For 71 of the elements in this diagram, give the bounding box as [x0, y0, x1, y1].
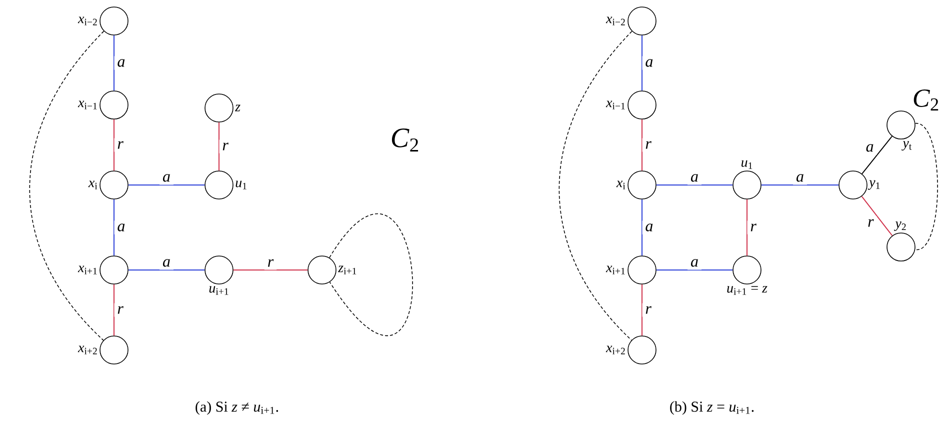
edge-label: r: [114, 303, 126, 317]
vertex-circle: [838, 170, 868, 200]
vertex-label: z: [234, 104, 240, 112]
vertex-circle: [628, 336, 656, 364]
vertex-circle: [732, 256, 762, 284]
vertex-label: y$_{1}$: [868, 180, 880, 190]
vertex-label: x$_{i}$: [616, 180, 626, 190]
edge-line: [656, 184, 734, 186]
vertex-label: x$_{i−2}$: [78, 16, 97, 26]
vertex-circle: [100, 256, 128, 284]
edge-label: a: [688, 171, 702, 185]
edge-line: [760, 184, 840, 186]
vertex-label: u$_{1}$: [742, 160, 752, 169]
edge-label: a: [793, 171, 807, 185]
edge-label: a: [642, 220, 656, 234]
dashed-curve: [558, 30, 632, 341]
vertex-circle: [100, 90, 128, 120]
edge-label: r: [864, 216, 877, 230]
vertex-circle: [628, 256, 656, 284]
edge-label: r: [114, 138, 126, 152]
vertex-label: x$_{i−1}$: [606, 100, 625, 110]
vertex-circle: [204, 170, 234, 200]
edge-label: r: [264, 256, 277, 270]
dashed-curve: [29, 30, 104, 341]
edge-label: a: [114, 220, 128, 234]
vertex-circle: [732, 170, 762, 200]
edge-label: r: [642, 303, 654, 317]
vertex-circle: [886, 110, 916, 140]
vertex-circle: [204, 94, 234, 122]
vertex-label: x$_{i+2}$: [78, 346, 97, 354]
vertex-label: x$_{i+2}$: [606, 346, 625, 354]
vertex-circle: [204, 256, 234, 284]
vertex-circle: [100, 6, 128, 36]
edge-label: r: [747, 220, 760, 234]
vertex-label: y$_{2}$: [894, 221, 906, 231]
edge-line: [862, 136, 893, 174]
vertex-circle: [100, 336, 128, 364]
vertex-circle: [628, 170, 656, 200]
vertex-label: x$_{i−2}$: [606, 16, 625, 26]
edge-label: r: [219, 140, 232, 154]
vertex-label: x$_{i}$: [88, 180, 98, 190]
vertex-circle: [628, 6, 656, 36]
vertex-label: x$_{i−1}$: [78, 100, 97, 110]
vertex-label: u$_{i+1}$: [209, 286, 228, 295]
vertex-circle: [308, 256, 336, 284]
subfigure-caption: (a) Si z ≠ u$_{i+1}$.: [196, 401, 278, 415]
vertex-label: x$_{i+1}$: [606, 266, 625, 274]
subfigure-caption: (b) Si z = u$_{i+1}$.: [670, 401, 754, 415]
edge-label: a: [862, 141, 877, 155]
cycle-label: C$_{2}$: [914, 90, 938, 110]
dashed-curve: [329, 214, 413, 334]
edge-label: a: [160, 256, 174, 270]
vertex-label: y$_{t}$: [902, 141, 912, 151]
edge-label: a: [160, 171, 174, 185]
cycle-label: C$_{2}$: [392, 128, 418, 152]
edge-line: [746, 198, 748, 256]
dashed-curve: [914, 122, 938, 250]
vertex-label: x$_{i+1}$: [78, 266, 97, 274]
edge-line: [218, 122, 220, 172]
edge-label: a: [642, 56, 656, 70]
edge-label: a: [688, 256, 702, 270]
edge-line: [861, 196, 893, 236]
vertex-circle: [628, 90, 656, 120]
vertex-label: u$_{1}$: [236, 180, 246, 190]
vertex-circle: [100, 170, 128, 200]
vertex-label: z$_{i+1}$: [338, 266, 356, 274]
edge-label: r: [642, 138, 654, 152]
vertex-label: u$_{i+1}$ = z: [727, 286, 768, 295]
vertex-circle: [886, 232, 916, 262]
edge-label: a: [114, 56, 128, 70]
edge-line: [128, 184, 206, 186]
